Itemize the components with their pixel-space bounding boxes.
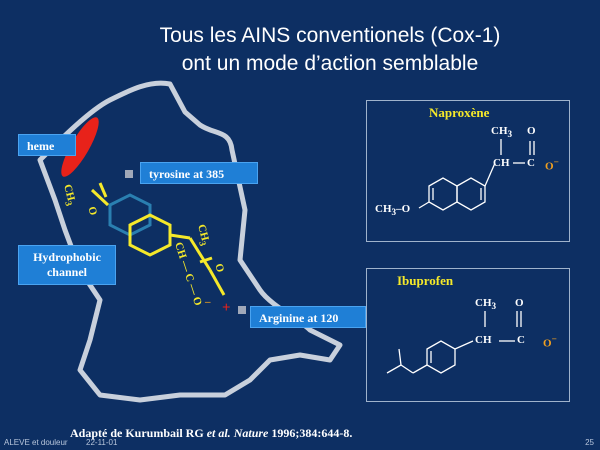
naproxene-c: C <box>527 157 535 169</box>
caption-rest: 1996;384:644-8. <box>268 426 353 440</box>
plus-sign: + <box>222 300 231 316</box>
footer-date: 22-11-01 <box>86 438 118 447</box>
naproxene-o-neg: O− <box>545 157 559 173</box>
naproxene-o-top: O <box>527 125 536 137</box>
ibuprofen-o-neg: O− <box>543 334 557 350</box>
ibuprofen-c: C <box>517 334 525 346</box>
heme-shape <box>61 117 99 177</box>
ibuprofen-o-top: O <box>515 297 524 309</box>
drug-in-channel <box>90 182 226 296</box>
caption-prefix: Adapté de Kurumbail RG <box>70 426 207 440</box>
footer-left: ALEVE et douleur <box>4 438 68 447</box>
channel-outline <box>37 80 343 403</box>
ibuprofen-panel: Ibuprofen CH3 O CH C O− <box>366 268 570 402</box>
arginine-marker <box>238 306 246 314</box>
ibuprofen-ch: CH <box>475 334 492 346</box>
o-minus-label: – <box>205 296 211 308</box>
naproxene-ch3: CH3 <box>491 125 513 140</box>
tyrosine-label: tyrosine at 385 <box>140 162 258 184</box>
naproxene-methoxy: CH3–O <box>375 203 411 218</box>
ibuprofen-structure <box>386 311 522 374</box>
naproxene-ch: CH <box>493 157 510 169</box>
ibuprofen-ch3: CH3 <box>475 297 497 312</box>
heme-label: heme <box>18 134 76 156</box>
naproxene-name: Naproxène <box>429 105 490 120</box>
hydrophobic-line-1: Hydrophobic <box>33 250 101 264</box>
ibuprofen-name: Ibuprofen <box>397 273 454 288</box>
slide-title: Tous les AINS conventionels (Cox-1) ont … <box>60 22 600 78</box>
citation-caption: Adapté de Kurumbail RG et al. Nature 199… <box>70 426 490 441</box>
naproxene-panel: Naproxène CH3 O CH C O− CH3–O <box>366 100 570 242</box>
footer-page: 25 <box>585 438 594 447</box>
arginine-label: Arginine at 120 <box>250 306 366 328</box>
hydrophobic-channel-label: Hydrophobic channel <box>18 245 116 285</box>
title-line-1: Tous les AINS conventionels (Cox-1) <box>159 24 501 47</box>
tyrosine-marker <box>125 170 133 178</box>
naproxene-structure <box>418 139 535 211</box>
hydrophobic-line-2: channel <box>46 265 87 279</box>
title-line-2: ont un mode d’action semblable <box>181 52 479 75</box>
caption-etal: et al. <box>206 426 231 440</box>
caption-journal: Nature <box>230 426 269 440</box>
